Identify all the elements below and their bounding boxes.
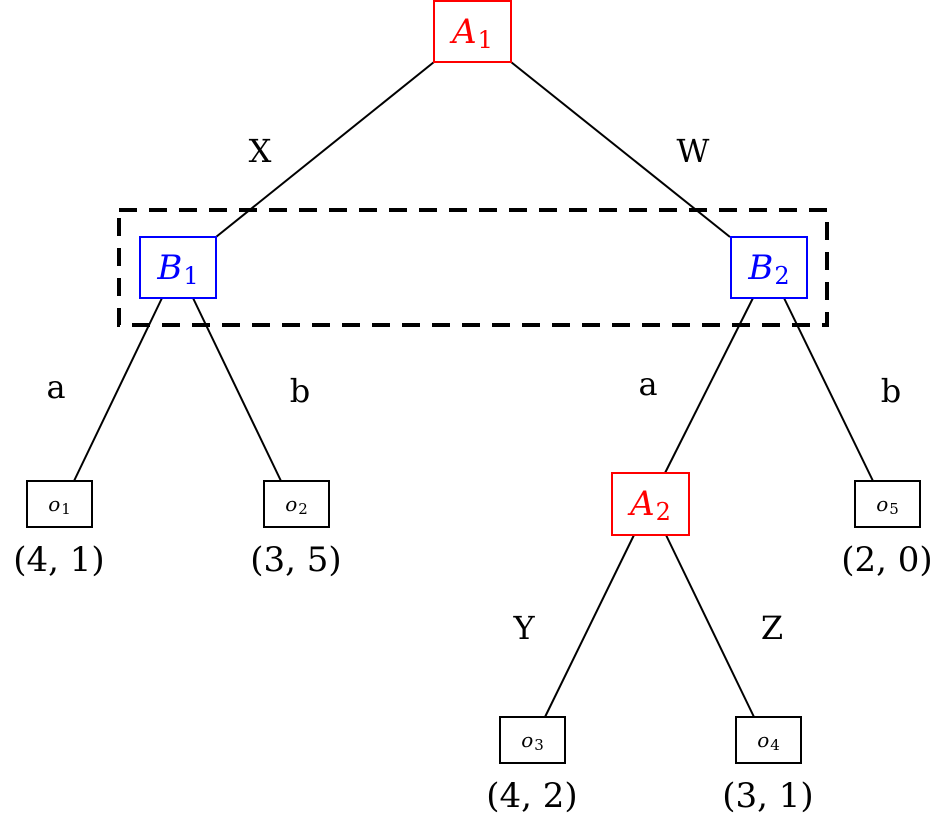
edge-label-b2-b: b <box>880 372 902 410</box>
outcome-o4-sub: 4 <box>770 736 780 754</box>
outcome-o3-sub: 3 <box>534 736 544 754</box>
outcome-o2-letter: o <box>285 492 298 516</box>
payoff-o2: (3, 5) <box>250 540 342 580</box>
edge-label-y: Y <box>513 609 535 647</box>
edge-b1-o1 <box>73 297 163 482</box>
node-a2-letter: A <box>630 484 655 524</box>
outcome-o1-letter: o <box>48 492 61 516</box>
node-a2-sub: 2 <box>655 498 671 526</box>
edge-a2-o4 <box>665 534 755 718</box>
payoff-o3: (4, 2) <box>486 776 578 816</box>
edge-a2-o3 <box>544 534 635 718</box>
outcome-o3-letter: o <box>521 728 534 752</box>
payoff-o1: (4, 1) <box>13 540 105 580</box>
edge-label-x: X <box>248 132 272 170</box>
outcome-o2-sub: 2 <box>298 500 308 518</box>
outcome-o5-sub: 5 <box>889 500 899 518</box>
outcome-o1-sub: 1 <box>61 500 71 518</box>
node-b2-sub: 2 <box>774 261 790 290</box>
payoff-o5: (2, 0) <box>841 540 933 580</box>
edge-a1-b2 <box>510 61 731 238</box>
node-a1-letter: A <box>452 11 477 52</box>
edge-label-b1-a: a <box>46 368 66 406</box>
payoff-o4: (3, 1) <box>722 776 814 816</box>
edge-label-b1-b: b <box>289 372 311 410</box>
edge-label-w: W <box>676 132 710 170</box>
edge-b1-o2 <box>192 297 282 482</box>
node-b1-letter: B <box>157 247 183 288</box>
node-b2-letter: B <box>748 247 774 288</box>
edge-a1-b1 <box>215 61 435 238</box>
outcome-o5-letter: o <box>876 492 889 516</box>
node-a1-sub: 1 <box>477 25 493 54</box>
outcome-o4-letter: o <box>757 728 770 752</box>
edge-b2-a2 <box>664 297 754 474</box>
node-b1-sub: 1 <box>183 261 199 290</box>
information-set-box <box>117 208 829 327</box>
edge-label-b2-a: a <box>638 365 658 403</box>
edge-label-z: Z <box>760 609 784 647</box>
edge-b2-o5 <box>783 297 874 482</box>
